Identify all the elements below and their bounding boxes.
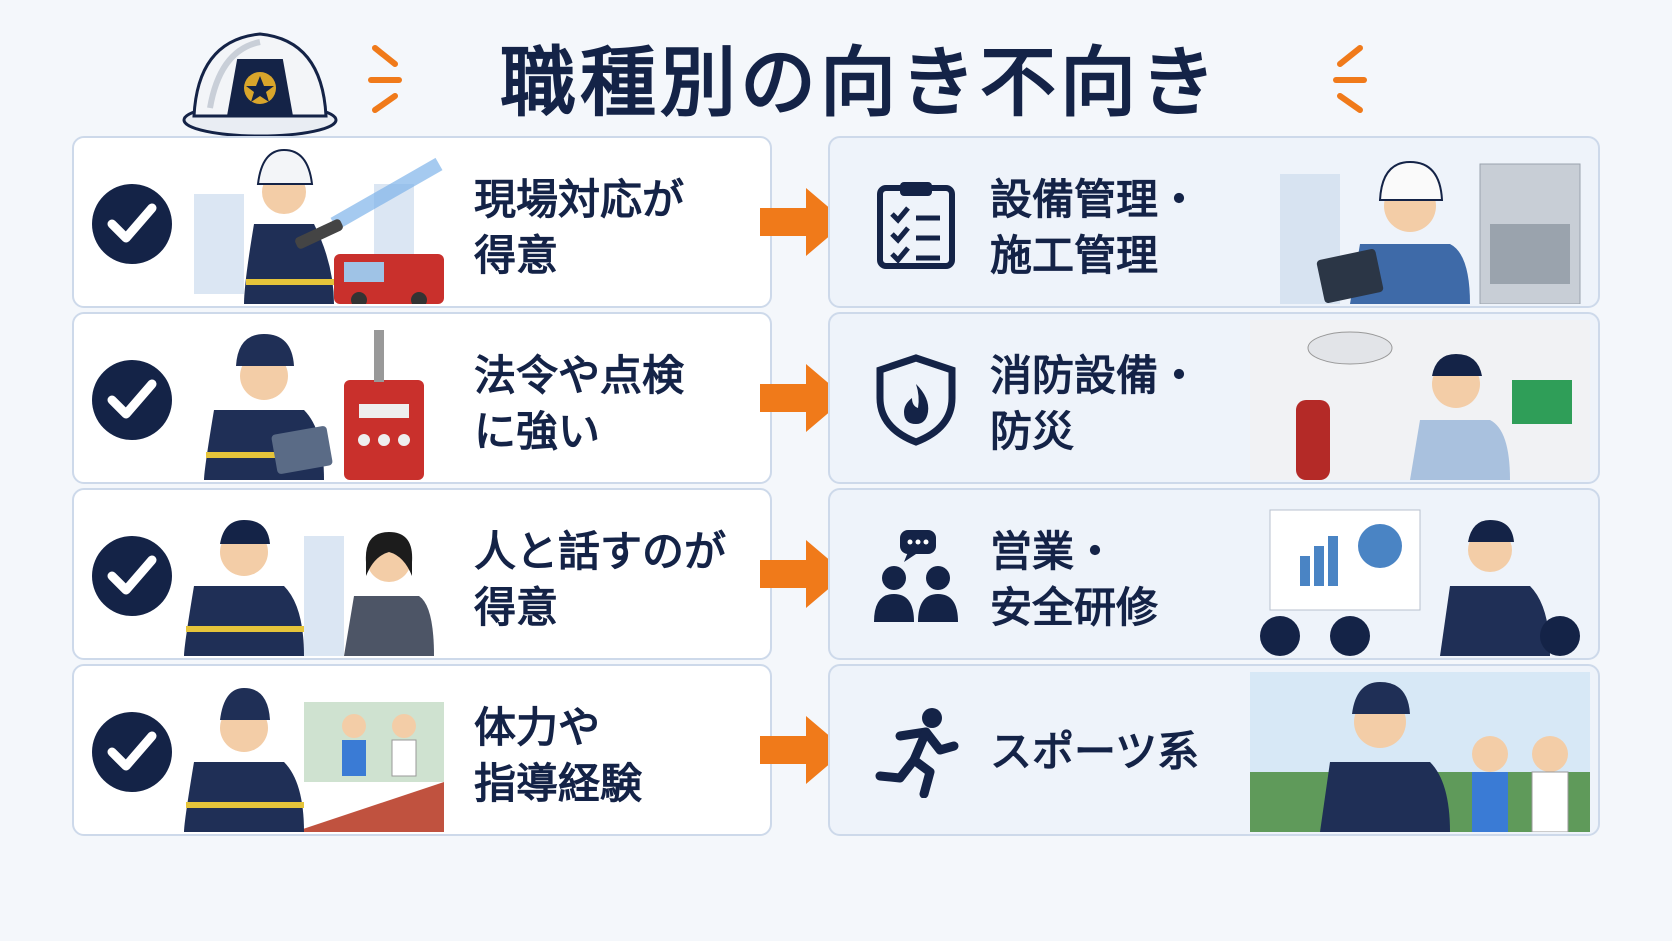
fire-helmet-icon <box>182 32 338 138</box>
arrow-right-icon <box>760 540 846 608</box>
job-card-2: 消防設備・ 防災 <box>828 312 1600 484</box>
job-card-1: 設備管理・ 施工管理 <box>828 136 1600 308</box>
skill-text-3: 人と話すのが 得意 <box>474 524 770 636</box>
check-icon <box>92 536 172 616</box>
job-line: 消防設備・ <box>990 351 1201 400</box>
skill-line: 得意 <box>474 583 559 632</box>
skill-card-4: 体力や 指導経験 <box>72 664 772 836</box>
engineer-with-tablet-illustration <box>1280 160 1581 304</box>
arrow-right-icon <box>760 188 846 256</box>
job-card-4: スポーツ系 <box>828 664 1600 836</box>
row-3: 人と話すのが 得意 営業・ 安全研修 <box>72 488 1600 660</box>
check-icon <box>92 712 172 792</box>
running-person-icon <box>875 708 959 798</box>
skill-text-1: 現場対応が 得意 <box>474 172 770 284</box>
job-card-3: 営業・ 安全研修 <box>828 488 1600 660</box>
firefighter-talking-illustration <box>184 520 434 656</box>
job-line: 設備管理・ <box>990 175 1201 224</box>
page-title: 職種別の向き不向き <box>500 38 1220 127</box>
skill-text-4: 体力や 指導経験 <box>474 700 770 812</box>
skill-line: 得意 <box>474 231 559 280</box>
header: 職種別の向き不向き <box>0 18 1672 138</box>
fire-equipment-inspector-illustration <box>1250 320 1590 480</box>
row-4: 体力や 指導経験 スポーツ系 <box>72 664 1600 836</box>
job-text-2: 消防設備・ 防災 <box>990 348 1250 460</box>
job-line: 施工管理 <box>990 231 1159 280</box>
job-line: 営業・ <box>990 527 1117 576</box>
row-2: 法令や点検 に強い 消防設備・ 防災 <box>72 312 1600 484</box>
skill-line: 指導経験 <box>474 759 643 808</box>
skill-card-3: 人と話すのが 得意 <box>72 488 772 660</box>
left-spark-icon <box>368 45 402 113</box>
skill-line: 法令や点検 <box>474 351 685 400</box>
skill-line: に強い <box>474 407 601 456</box>
job-text-3: 営業・ 安全研修 <box>990 524 1250 636</box>
job-line: スポーツ系 <box>990 727 1200 776</box>
skill-card-1: 現場対応が 得意 <box>72 136 772 308</box>
arrow-right-icon <box>760 364 846 432</box>
skill-text-2: 法令や点検 に強い <box>474 348 770 460</box>
shield-flame-icon <box>876 354 956 446</box>
skill-line: 人と話すのが <box>474 527 727 576</box>
job-text-1: 設備管理・ 施工管理 <box>990 172 1250 284</box>
skill-card-2: 法令や点検 に強い <box>72 312 772 484</box>
sports-coach-illustration <box>1250 672 1590 832</box>
row-1: 現場対応が 得意 設備管理・ 施工管理 <box>72 136 1600 308</box>
people-speech-icon <box>874 530 958 622</box>
skill-line: 体力や <box>474 703 601 752</box>
check-icon <box>92 360 172 440</box>
arrow-right-icon <box>760 716 846 784</box>
job-text-4: スポーツ系 <box>990 724 1250 780</box>
job-line: 防災 <box>990 407 1075 456</box>
right-spark-icon <box>1333 45 1367 113</box>
firefighter-inspection-illustration <box>204 330 424 480</box>
presenter-training-illustration <box>1260 509 1580 656</box>
skill-line: 現場対応が <box>474 175 685 224</box>
job-line: 安全研修 <box>990 583 1159 632</box>
clipboard-checklist-icon <box>877 182 955 269</box>
check-icon <box>92 184 172 264</box>
firefighter-with-hose-illustration <box>194 148 444 304</box>
firefighter-coach-runners-illustration <box>184 688 444 832</box>
